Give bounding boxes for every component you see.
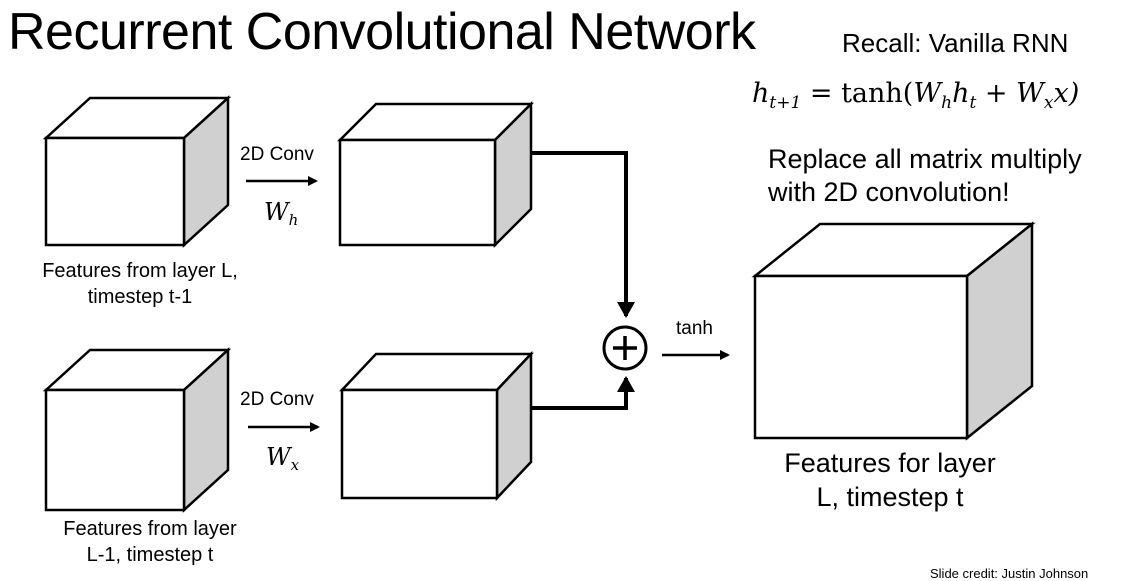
weight-label-bottom: Wx: [266, 443, 299, 474]
connector-top-to-sum: [531, 151, 635, 318]
conv-label-top: 2D Conv: [240, 144, 314, 165]
sum-node: [602, 325, 648, 371]
weight-top-symbol: W: [264, 198, 289, 226]
input-bottom-caption-line2: L-1, timestep t: [86, 544, 214, 566]
eq-w2: W: [1016, 78, 1044, 109]
eq-w1-sub: h: [941, 93, 953, 113]
eq-h: h: [752, 78, 770, 109]
eq-plus: +: [976, 78, 1017, 109]
connector-bottom-to-sum: [531, 376, 635, 410]
input-top-caption-line1: Features from layer L,: [42, 260, 238, 282]
conv-label-bottom: 2D Conv: [240, 389, 314, 410]
weight-label-top: Wh: [264, 198, 298, 229]
input-bottom-caption-line1: Features from layer: [63, 518, 237, 540]
eq-h2-sub: t: [969, 93, 977, 113]
weight-top-sub: h: [288, 211, 299, 229]
rnn-equation: ht+1 = tanh(Whht + Wxx): [752, 78, 1079, 113]
recall-label: Recall: Vanilla RNN: [842, 28, 1069, 58]
eq-w2-sub: x: [1043, 93, 1054, 113]
eq-w1: W: [913, 78, 942, 109]
output-caption: Features for layer L, timestep t: [740, 446, 1040, 514]
conv-output-cube-top: [336, 100, 535, 249]
input-top-caption: Features from layer L, timestep t-1: [0, 258, 280, 310]
conv-output-cube-bottom: [339, 350, 534, 502]
weight-bottom-symbol: W: [266, 443, 291, 471]
output-caption-line1: Features for layer: [784, 448, 996, 478]
tanh-label: tanh: [676, 318, 713, 339]
output-caption-line2: L, timestep t: [816, 482, 964, 512]
input-top-caption-line2: timestep t-1: [87, 286, 193, 308]
eq-h2: h: [952, 78, 970, 109]
weight-bottom-sub: x: [290, 456, 300, 474]
output-cube: [751, 221, 1036, 441]
input-cube-bottom: [42, 347, 232, 513]
input-cube-top: [42, 95, 232, 248]
eq-x-close: x): [1053, 78, 1080, 109]
replace-note: Replace all matrix multiply with 2D conv…: [768, 144, 1082, 207]
eq-tanh: = tanh(: [801, 78, 914, 109]
input-bottom-caption: Features from layer L-1, timestep t: [10, 516, 290, 568]
page-title: Recurrent Convolutional Network: [8, 3, 756, 61]
slide-credit: Slide credit: Justin Johnson: [930, 566, 1089, 581]
eq-h-sub: t+1: [769, 93, 802, 113]
